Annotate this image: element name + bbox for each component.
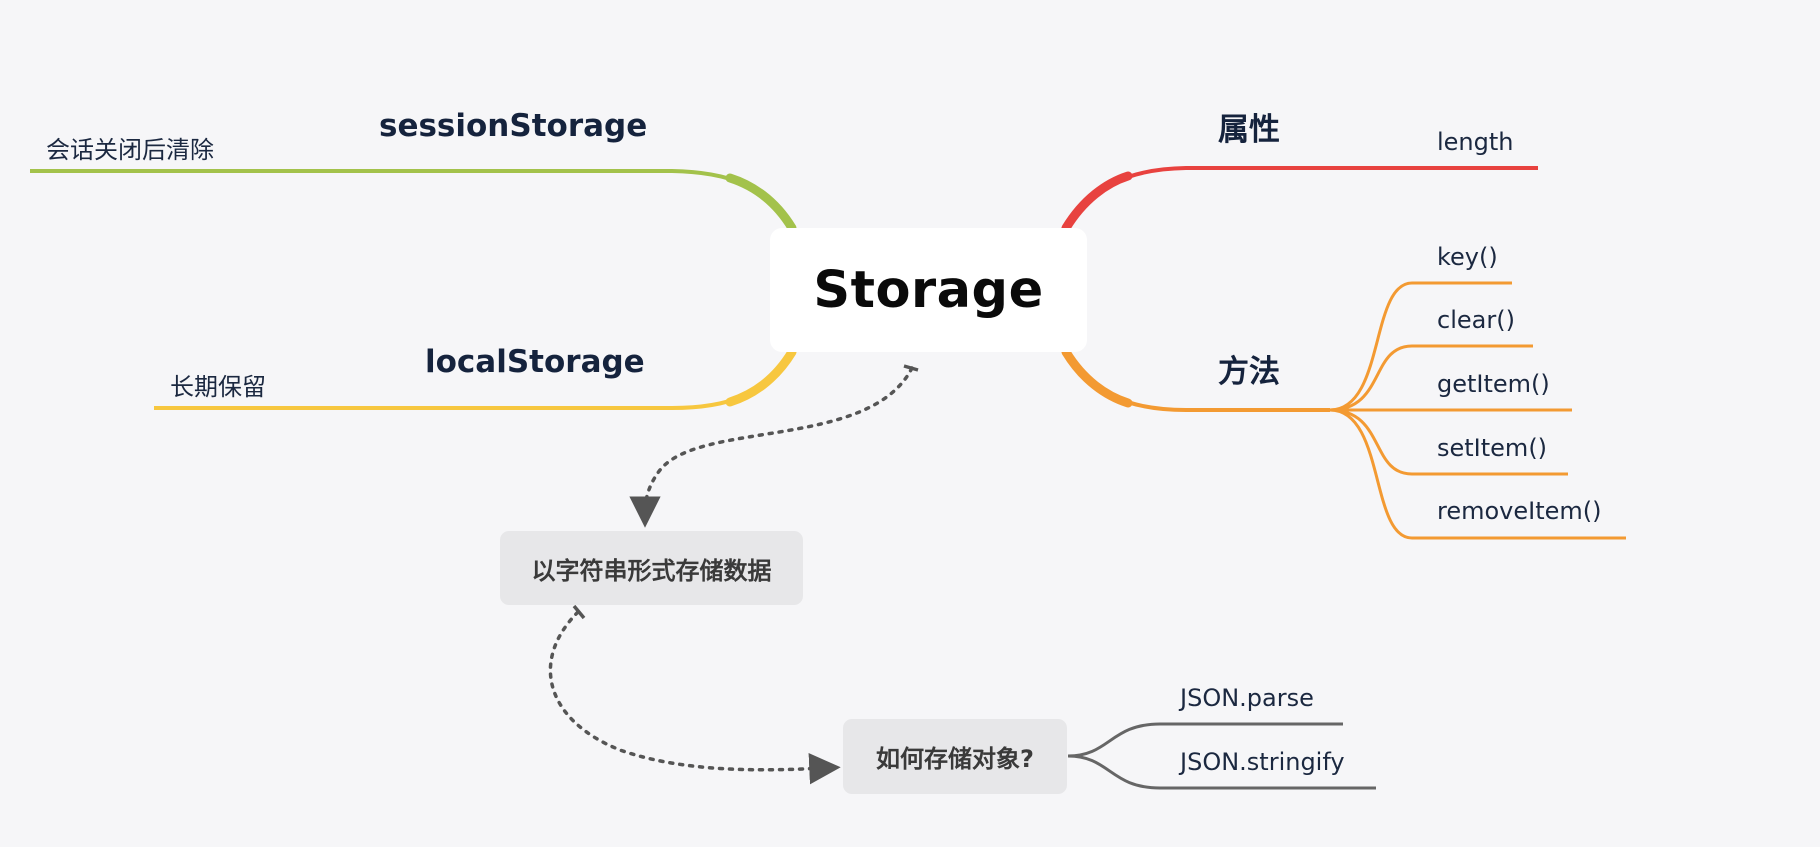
json-item-parse[interactable]: JSON.parse: [1180, 684, 1314, 712]
floating-topic-store-objects[interactable]: 如何存储对象?: [843, 719, 1067, 794]
connector-string-tee: [572, 604, 586, 620]
branch-label-local-storage[interactable]: localStorage: [425, 344, 645, 380]
connector-string-to-objects: [548, 610, 841, 785]
note-local-kept[interactable]: 长期保留: [170, 373, 266, 401]
method-line-key: [1329, 281, 1512, 412]
method-item-setitem[interactable]: setItem(): [1437, 434, 1548, 462]
attribute-item-length[interactable]: length: [1437, 128, 1514, 156]
method-item-clear[interactable]: clear(): [1437, 306, 1515, 334]
method-item-getitem[interactable]: getItem(): [1437, 370, 1550, 398]
method-line-setitem: [1329, 408, 1568, 476]
methods-branch-line: [1064, 350, 1330, 412]
json-item-stringify[interactable]: JSON.stringify: [1180, 748, 1345, 776]
method-line-clear: [1329, 344, 1533, 412]
connector-storage-to-string: [629, 366, 914, 528]
central-topic-storage[interactable]: Storage: [770, 228, 1087, 352]
attributes-branch-line: [1064, 166, 1538, 230]
method-item-key[interactable]: key(): [1437, 243, 1498, 271]
method-line-removeitem: [1329, 408, 1626, 540]
attributes-branch-thick: [1061, 171, 1133, 233]
methods-branch-thick: [1061, 347, 1133, 408]
local-branch-thick: [725, 347, 797, 407]
method-item-removeitem[interactable]: removeItem(): [1437, 497, 1602, 525]
branch-label-attributes[interactable]: 属性: [1218, 112, 1280, 148]
connector-storage-tee: [903, 364, 919, 372]
json-line-stringify: [1067, 754, 1376, 790]
session-branch-line: [30, 169, 794, 230]
session-branch-thick: [725, 173, 797, 233]
floating-topic-string-storage[interactable]: 以字符串形式存储数据: [500, 531, 803, 605]
note-session-cleared[interactable]: 会话关闭后清除: [46, 136, 214, 164]
branch-label-methods[interactable]: 方法: [1218, 354, 1280, 390]
branch-label-session-storage[interactable]: sessionStorage: [379, 108, 648, 144]
json-line-parse: [1067, 722, 1343, 758]
